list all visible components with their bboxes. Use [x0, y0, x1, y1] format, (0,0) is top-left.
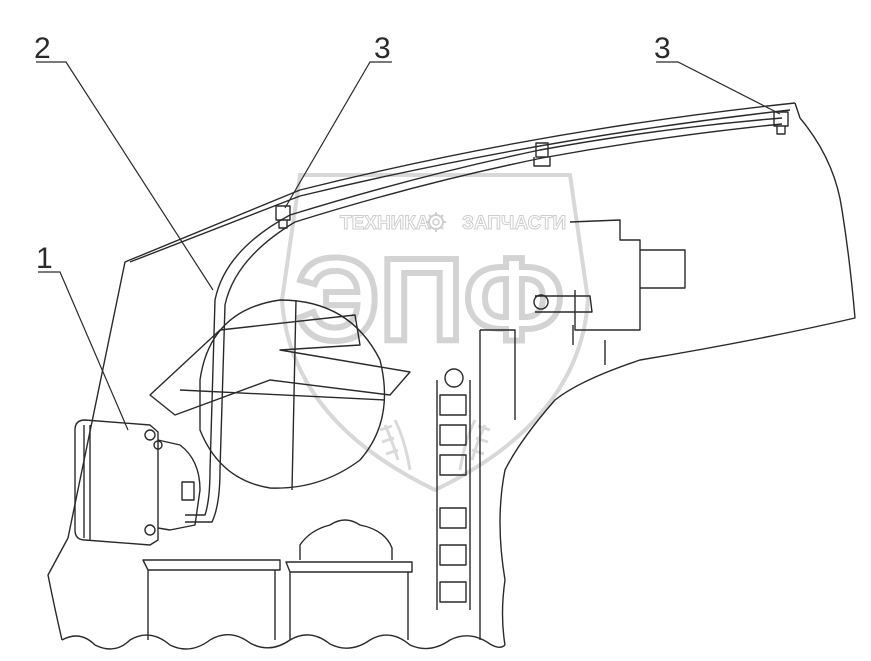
wire-harness-inner	[185, 123, 783, 523]
lamp-body	[74, 419, 159, 546]
cab-right-edge	[499, 102, 856, 646]
callout-3-left: 3	[374, 32, 391, 65]
right-unit-box	[640, 249, 686, 289]
lamp-bolt-top	[144, 429, 156, 441]
ladder-rungs	[439, 394, 467, 603]
bottom-dome	[299, 519, 393, 560]
watermark-line1: ТЕХНИКА	[340, 213, 430, 234]
blower-axis-h	[179, 389, 386, 401]
bottom-box-center	[285, 561, 413, 640]
blower-housing	[199, 299, 386, 489]
clamp-middle	[533, 142, 551, 167]
lamp-assembly	[74, 419, 201, 546]
callout-2: 2	[34, 32, 51, 65]
watermark-shield	[279, 173, 591, 493]
lamp-connector	[181, 481, 195, 501]
ladder-knob	[444, 368, 464, 388]
clamp-right	[773, 111, 789, 135]
right-fastener	[533, 294, 549, 310]
leader-3-right	[656, 61, 781, 115]
lamp-bolt-bottom	[144, 524, 156, 536]
gear-icon	[426, 212, 446, 232]
callout-1: 1	[36, 242, 53, 275]
leader-lines	[36, 61, 781, 431]
wire-harness	[185, 117, 783, 516]
right-unit-top	[569, 219, 641, 331]
leader-3-left	[284, 61, 392, 209]
cab-drawing	[47, 102, 856, 650]
watermark-line2: ЗАПЧАСТИ	[462, 213, 566, 234]
callout-3-right: 3	[654, 32, 671, 65]
lamp-bracket	[157, 439, 201, 531]
lamp-bolt-mid	[153, 440, 163, 450]
right-bracket	[535, 295, 593, 313]
cab-left-wall	[47, 537, 69, 641]
blower-blade	[149, 314, 411, 416]
clamp-left	[275, 205, 291, 229]
cab-roof-inner	[129, 109, 791, 263]
right-pipe	[572, 325, 606, 365]
leader-1	[38, 271, 129, 431]
column-outline	[479, 329, 516, 640]
bottom-box-left	[142, 559, 281, 640]
watermark-wheat	[379, 419, 491, 471]
leader-2	[36, 61, 214, 291]
cab-roof-outline	[67, 102, 796, 539]
